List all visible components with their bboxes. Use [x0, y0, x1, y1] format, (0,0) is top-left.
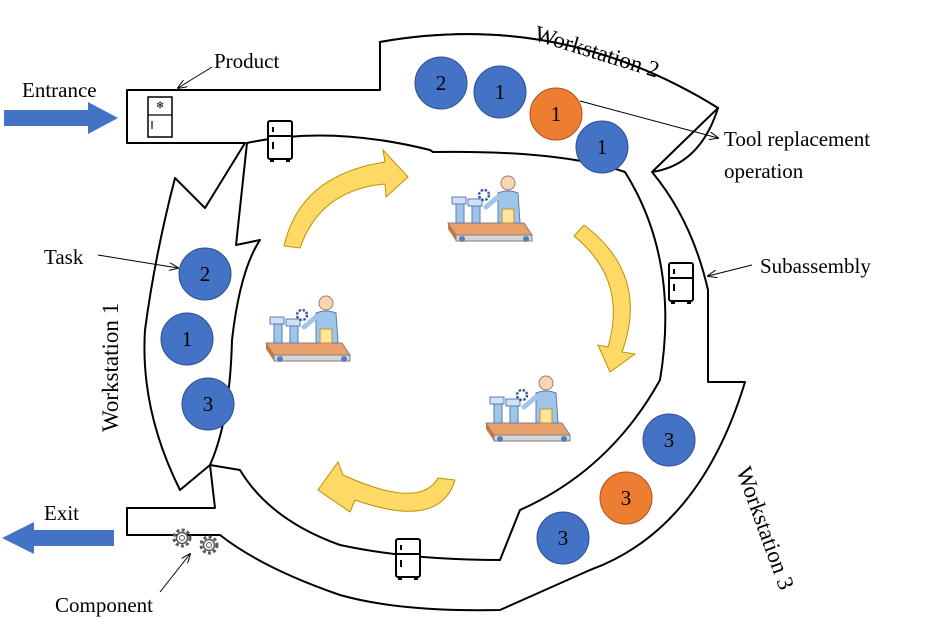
subassembly-refrigerator-icon — [267, 120, 293, 163]
rotation-arrow-top — [283, 148, 409, 249]
subassembly-label: Subassembly — [760, 254, 871, 278]
svg-text:2: 2 — [436, 71, 447, 95]
task-label: Task — [44, 245, 84, 269]
component-leader-line — [159, 554, 190, 593]
exit-label: Exit — [44, 501, 79, 525]
rotation-arrows — [283, 148, 637, 513]
svg-text:2: 2 — [200, 262, 211, 286]
product-label: Product — [214, 49, 279, 73]
rotation-arrow-right — [573, 224, 637, 373]
svg-text:1: 1 — [551, 102, 562, 126]
ws3-task-tool-replacement: 3 — [599, 471, 653, 525]
ws1-task-2: 1 — [160, 312, 214, 366]
component-label: Component — [55, 593, 153, 617]
ws2-task-1: 2 — [414, 56, 468, 110]
ws2-task-4: 1 — [575, 120, 629, 174]
svg-text:1: 1 — [597, 135, 608, 159]
tool-replacement-label-line2: operation — [724, 159, 804, 183]
svg-text:3: 3 — [203, 392, 214, 416]
svg-text:1: 1 — [182, 327, 193, 351]
svg-text:3: 3 — [558, 526, 569, 550]
ws2-task-2: 1 — [473, 65, 527, 119]
subassembly-leader-line — [708, 264, 753, 276]
entrance-arrow-icon — [4, 102, 118, 134]
svg-text:3: 3 — [664, 428, 675, 452]
ws2-task-tool-replacement: 1 — [529, 87, 583, 141]
svg-text:3: 3 — [621, 486, 632, 510]
subassembly-refrigerator-icon — [668, 262, 694, 305]
subassembly-refrigerator-icon — [395, 538, 421, 581]
workstation-3-label: Workstation 3 — [731, 463, 799, 593]
ws1-task-1: 2 — [178, 247, 232, 301]
ws3-task-1: 3 — [642, 413, 696, 467]
workstation-1-label: Workstation 1 — [98, 303, 123, 432]
task-leader-line — [97, 254, 178, 268]
entrance-label: Entrance — [22, 78, 97, 102]
svg-text:1: 1 — [495, 80, 506, 104]
ws3-task-3: 3 — [536, 511, 590, 565]
ws1-task-3: 3 — [181, 377, 235, 431]
svg-text:❄: ❄ — [156, 101, 164, 112]
product-refrigerator-snowflake-icon: ❄ — [147, 96, 173, 138]
exit-arrow-icon — [2, 522, 114, 554]
product-leader-line — [178, 66, 213, 88]
tool-replacement-leader-line — [579, 100, 718, 138]
tool-replacement-label-line1: Tool replacement — [724, 127, 870, 151]
rotation-arrow-bottom — [317, 460, 456, 513]
